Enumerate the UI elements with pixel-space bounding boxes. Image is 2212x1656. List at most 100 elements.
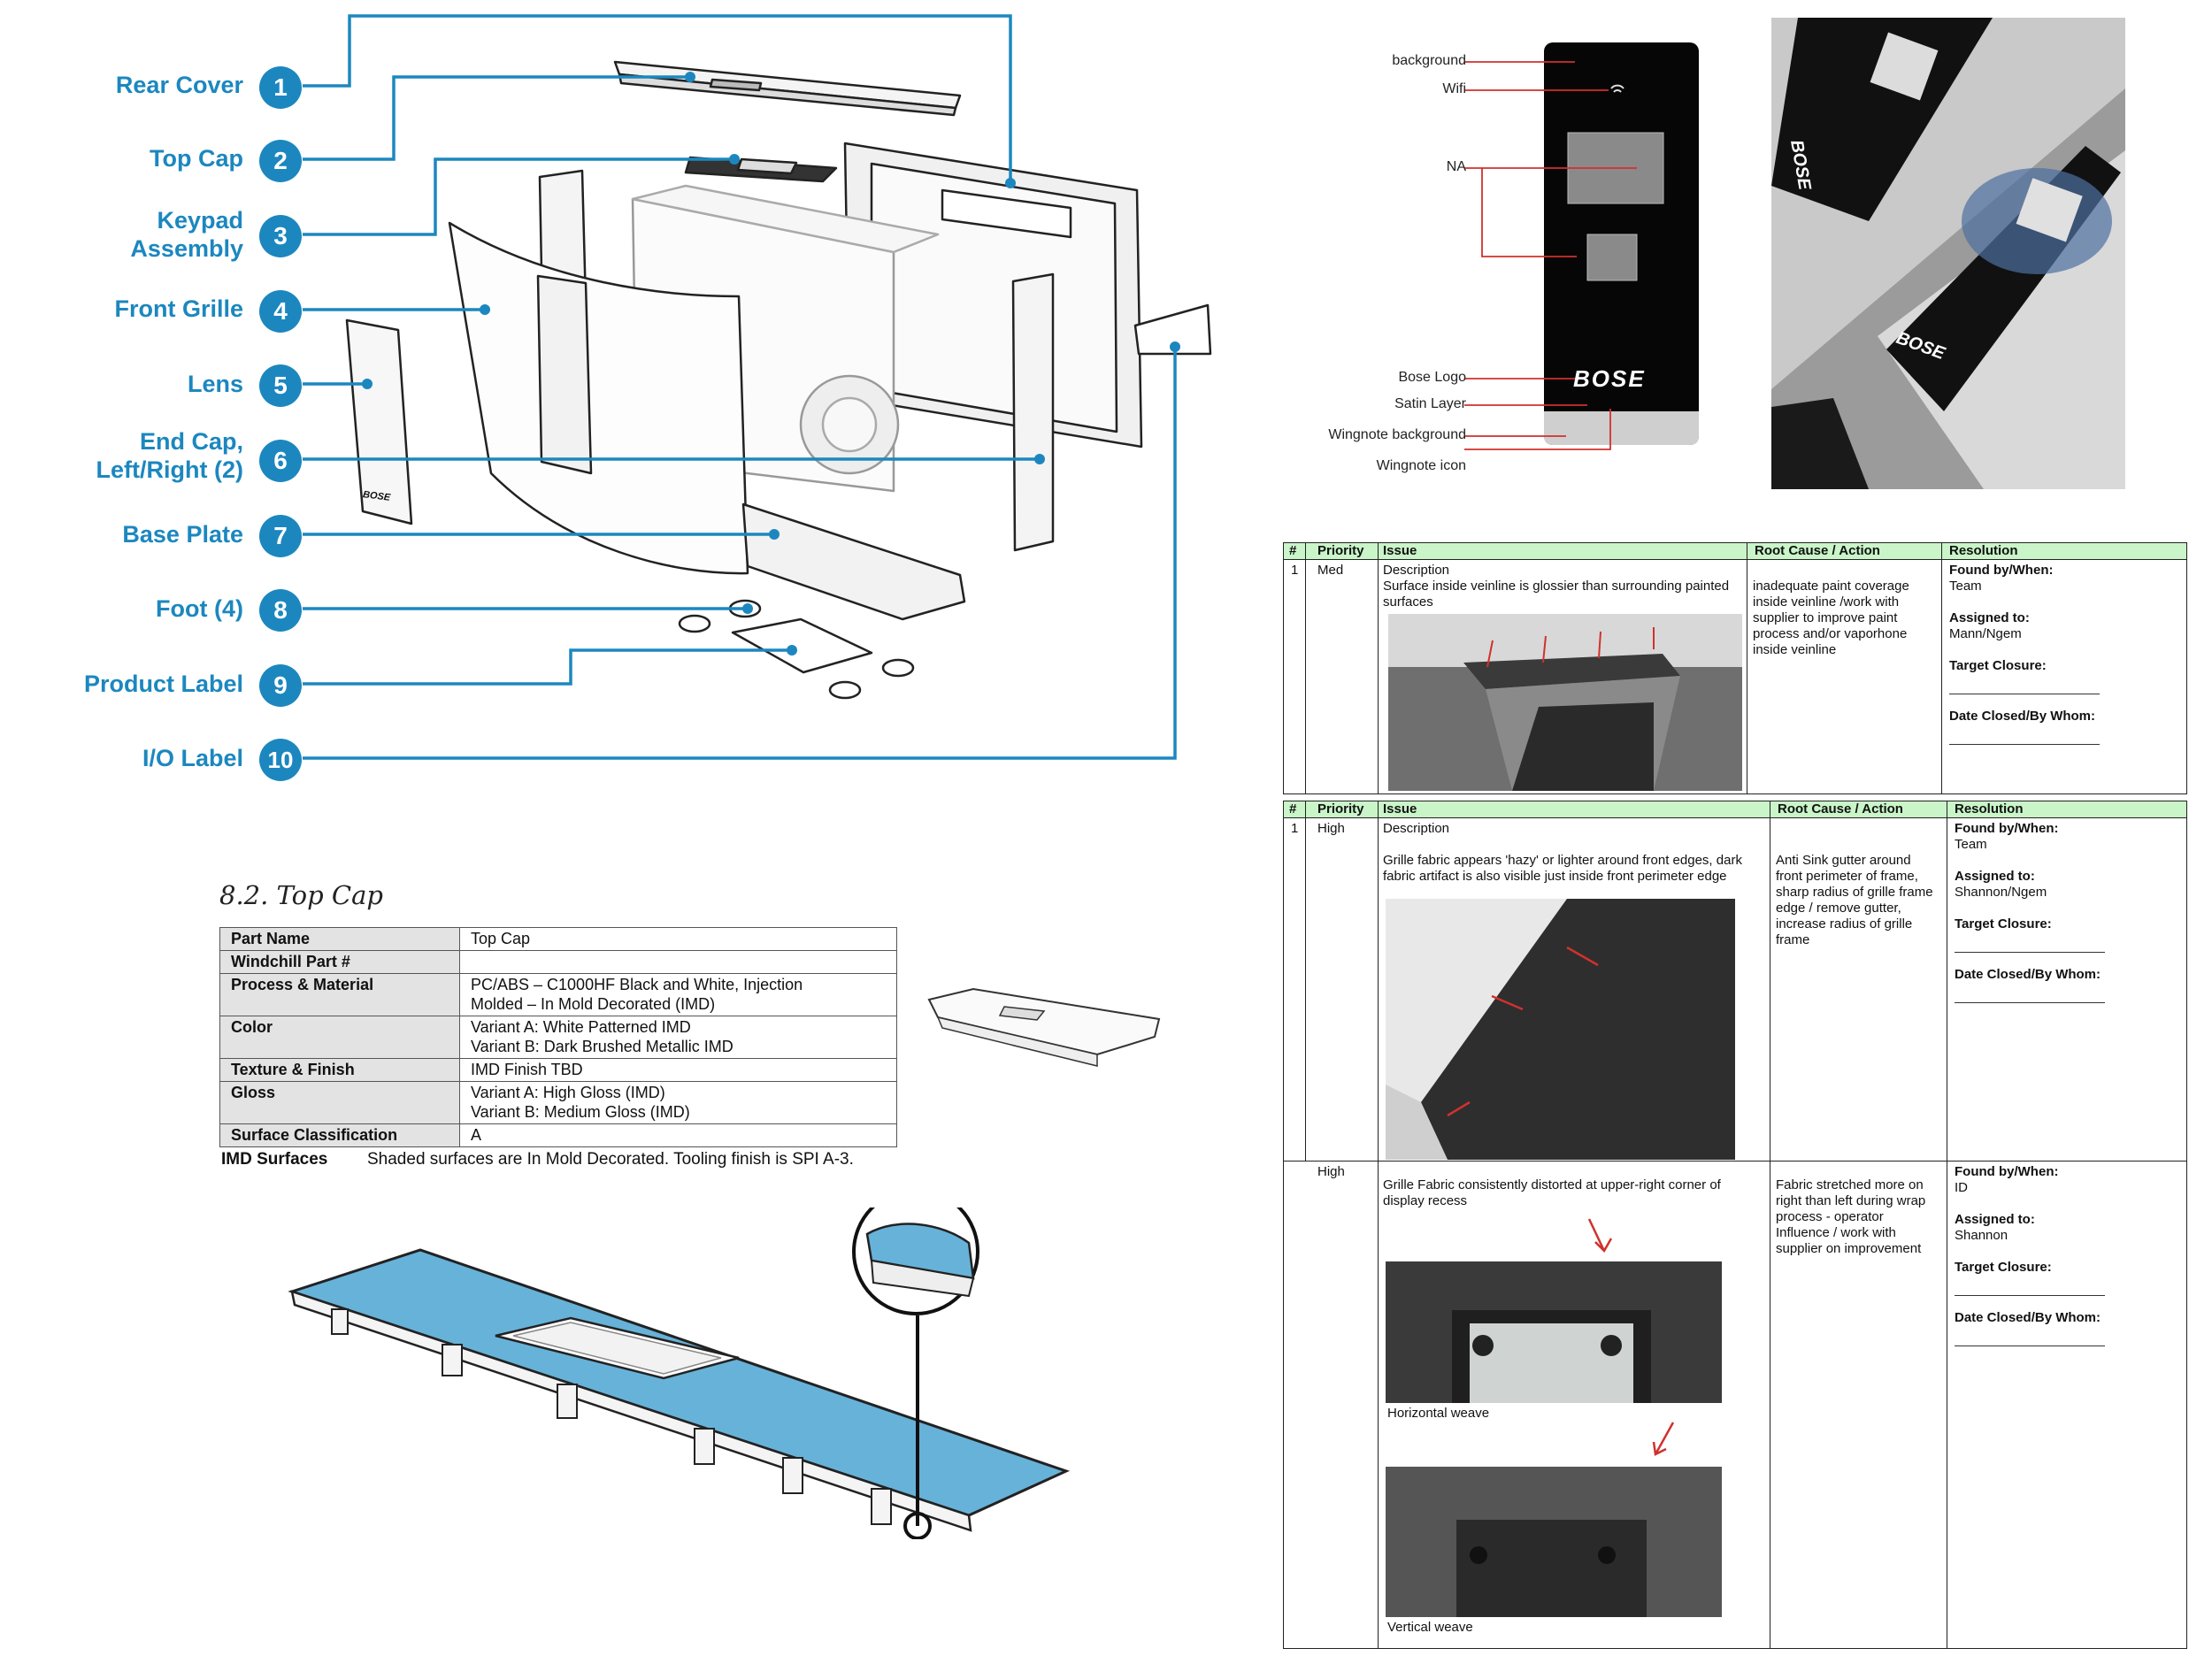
layer-label: Satin Layer <box>1394 396 1466 411</box>
found-value: ID <box>1955 1180 1968 1195</box>
layer-label: background <box>1392 53 1466 68</box>
assigned-label: Assigned to: <box>1949 610 2030 625</box>
callout-badge-7: 7 <box>259 515 302 557</box>
spec-value: Variant A: High Gloss (IMD) Variant B: M… <box>459 1081 897 1124</box>
found-label: Found by/When: <box>1955 1164 2059 1179</box>
top-cap-thumbnail <box>927 987 1161 1067</box>
closed-label: Date Closed/By Whom: <box>1955 967 2101 982</box>
header-issue: Issue <box>1383 801 1417 816</box>
spec-key: Color <box>219 1016 460 1059</box>
layer-diagram: BOSE background Wifi NA Bose Logo Satin … <box>1292 27 1699 473</box>
callout-label-front-grille: Front Grille <box>114 295 243 322</box>
issue-photo-grille-edge <box>1386 899 1735 1160</box>
callout-label-end-cap: End Cap, Left/Right (2) <box>96 428 243 483</box>
issue-priority: High <box>1317 821 1345 836</box>
header-issue: Issue <box>1383 543 1417 558</box>
target-label: Target Closure: <box>1949 658 2047 673</box>
row-divider <box>1284 1161 2186 1162</box>
header-root-cause: Root Cause / Action <box>1755 543 1880 558</box>
header-priority: Priority <box>1317 543 1364 558</box>
issue-priority: High <box>1317 1164 1345 1179</box>
issue-table-header: # Priority Issue Root Cause / Action Res… <box>1284 543 2186 560</box>
resolution: Found by/When: Team Assigned to: Shannon… <box>1955 821 2180 1003</box>
callout-label-base-plate: Base Plate <box>122 521 243 548</box>
found-value: Team <box>1955 837 1987 852</box>
red-arrow <box>1587 1218 1613 1254</box>
target-label: Target Closure: <box>1955 916 2052 932</box>
callout-badge-2: 2 <box>259 140 302 182</box>
closed-label: Date Closed/By Whom: <box>1955 1310 2101 1325</box>
section-title: 8.2. Top Cap <box>219 880 383 910</box>
header-root-cause: Root Cause / Action <box>1778 801 1903 816</box>
photo-caption: Horizontal weave <box>1387 1406 1490 1421</box>
layer-label: NA <box>1446 159 1466 174</box>
layer-label: Wifi <box>1442 81 1466 96</box>
callout-badge-5: 5 <box>259 364 302 407</box>
issue-num: 1 <box>1291 563 1299 578</box>
assigned-value: Shannon <box>1955 1228 2008 1243</box>
spec-key: Texture & Finish <box>219 1058 460 1082</box>
callout-label-product-label: Product Label <box>83 671 243 697</box>
header-resolution: Resolution <box>1955 801 2024 816</box>
exploded-view: BOSE Rear Cover 1 Top Cap 2 Keypad Assem… <box>0 0 1283 796</box>
red-arrow <box>1652 1422 1675 1456</box>
callout-label-top-cap: Top Cap <box>150 145 243 172</box>
callout-label-keypad-assembly: Keypad Assembly <box>130 207 243 262</box>
spec-value: IMD Finish TBD <box>459 1058 897 1082</box>
callout-badge-1: 1 <box>259 66 302 109</box>
header-priority: Priority <box>1317 801 1364 816</box>
issue-photo-veinline <box>1388 614 1742 791</box>
product-label-part <box>731 617 873 674</box>
callout-badge-8: 8 <box>259 589 302 632</box>
exploded-view-drawing <box>303 14 1212 760</box>
root-cause: inadequate paint coverage inside veinlin… <box>1753 579 1909 657</box>
assigned-value: Shannon/Ngem <box>1955 885 2047 900</box>
spec-value: Top Cap <box>459 927 897 951</box>
issue-photo-horizontal-weave <box>1386 1261 1722 1403</box>
layer-label: Wingnote icon <box>1376 458 1466 473</box>
callout-label-lens: Lens <box>187 371 243 397</box>
issue-num: 1 <box>1291 821 1299 836</box>
root-cause: Fabric stretched more on right than left… <box>1776 1177 1926 1256</box>
issue-table-header: # Priority Issue Root Cause / Action Res… <box>1284 801 2186 818</box>
spec-key: Surface Classification <box>219 1123 460 1147</box>
lens-part <box>345 318 413 525</box>
found-label: Found by/When: <box>1949 563 2054 578</box>
callout-label-rear-cover: Rear Cover <box>115 72 243 98</box>
resolution: Found by/When: Team Assigned to: Mann/Ng… <box>1949 563 2179 745</box>
root-cause: Anti Sink gutter around front perimeter … <box>1776 853 1933 947</box>
end-cap-right-part <box>1011 272 1055 552</box>
callout-label-io-label: I/O Label <box>142 745 243 771</box>
layer-diagram-logo: BOSE <box>1573 365 1646 392</box>
callout-badge-4: 4 <box>259 290 302 333</box>
resolution: Found by/When: ID Assigned to: Shannon T… <box>1955 1164 2180 1346</box>
layer-label: Wingnote background <box>1328 427 1466 442</box>
spec-value: PC/ABS – C1000HF Black and White, Inject… <box>459 973 897 1016</box>
sample-photo: BOSE BOSE <box>1771 18 2125 489</box>
issue-table-2: # Priority Issue Root Cause / Action Res… <box>1283 801 2187 1649</box>
header-resolution: Resolution <box>1949 543 2018 558</box>
spec-key: Gloss <box>219 1081 460 1124</box>
assigned-label: Assigned to: <box>1955 869 2035 884</box>
issue-description: Description Grille fabric appears 'hazy'… <box>1383 821 1742 884</box>
issue-description: Description Surface inside veinline is g… <box>1383 563 1730 610</box>
callout-label-foot: Foot (4) <box>156 595 243 622</box>
spec-key: Part Name <box>219 927 460 951</box>
issue-priority: Med <box>1317 563 1344 578</box>
found-value: Team <box>1949 579 1982 594</box>
target-label: Target Closure: <box>1955 1260 2052 1275</box>
layer-label: Bose Logo <box>1398 370 1466 385</box>
closed-label: Date Closed/By Whom: <box>1949 709 2096 724</box>
front-grille-part <box>448 221 749 575</box>
header-num: # <box>1289 543 1297 558</box>
callout-badge-9: 9 <box>259 664 302 707</box>
spec-key: Windchill Part # <box>219 950 460 974</box>
assigned-label: Assigned to: <box>1955 1212 2035 1227</box>
spec-note-text: Shaded surfaces are In Mold Decorated. T… <box>367 1150 854 1169</box>
spec-row: Windchill Part # <box>219 950 897 974</box>
